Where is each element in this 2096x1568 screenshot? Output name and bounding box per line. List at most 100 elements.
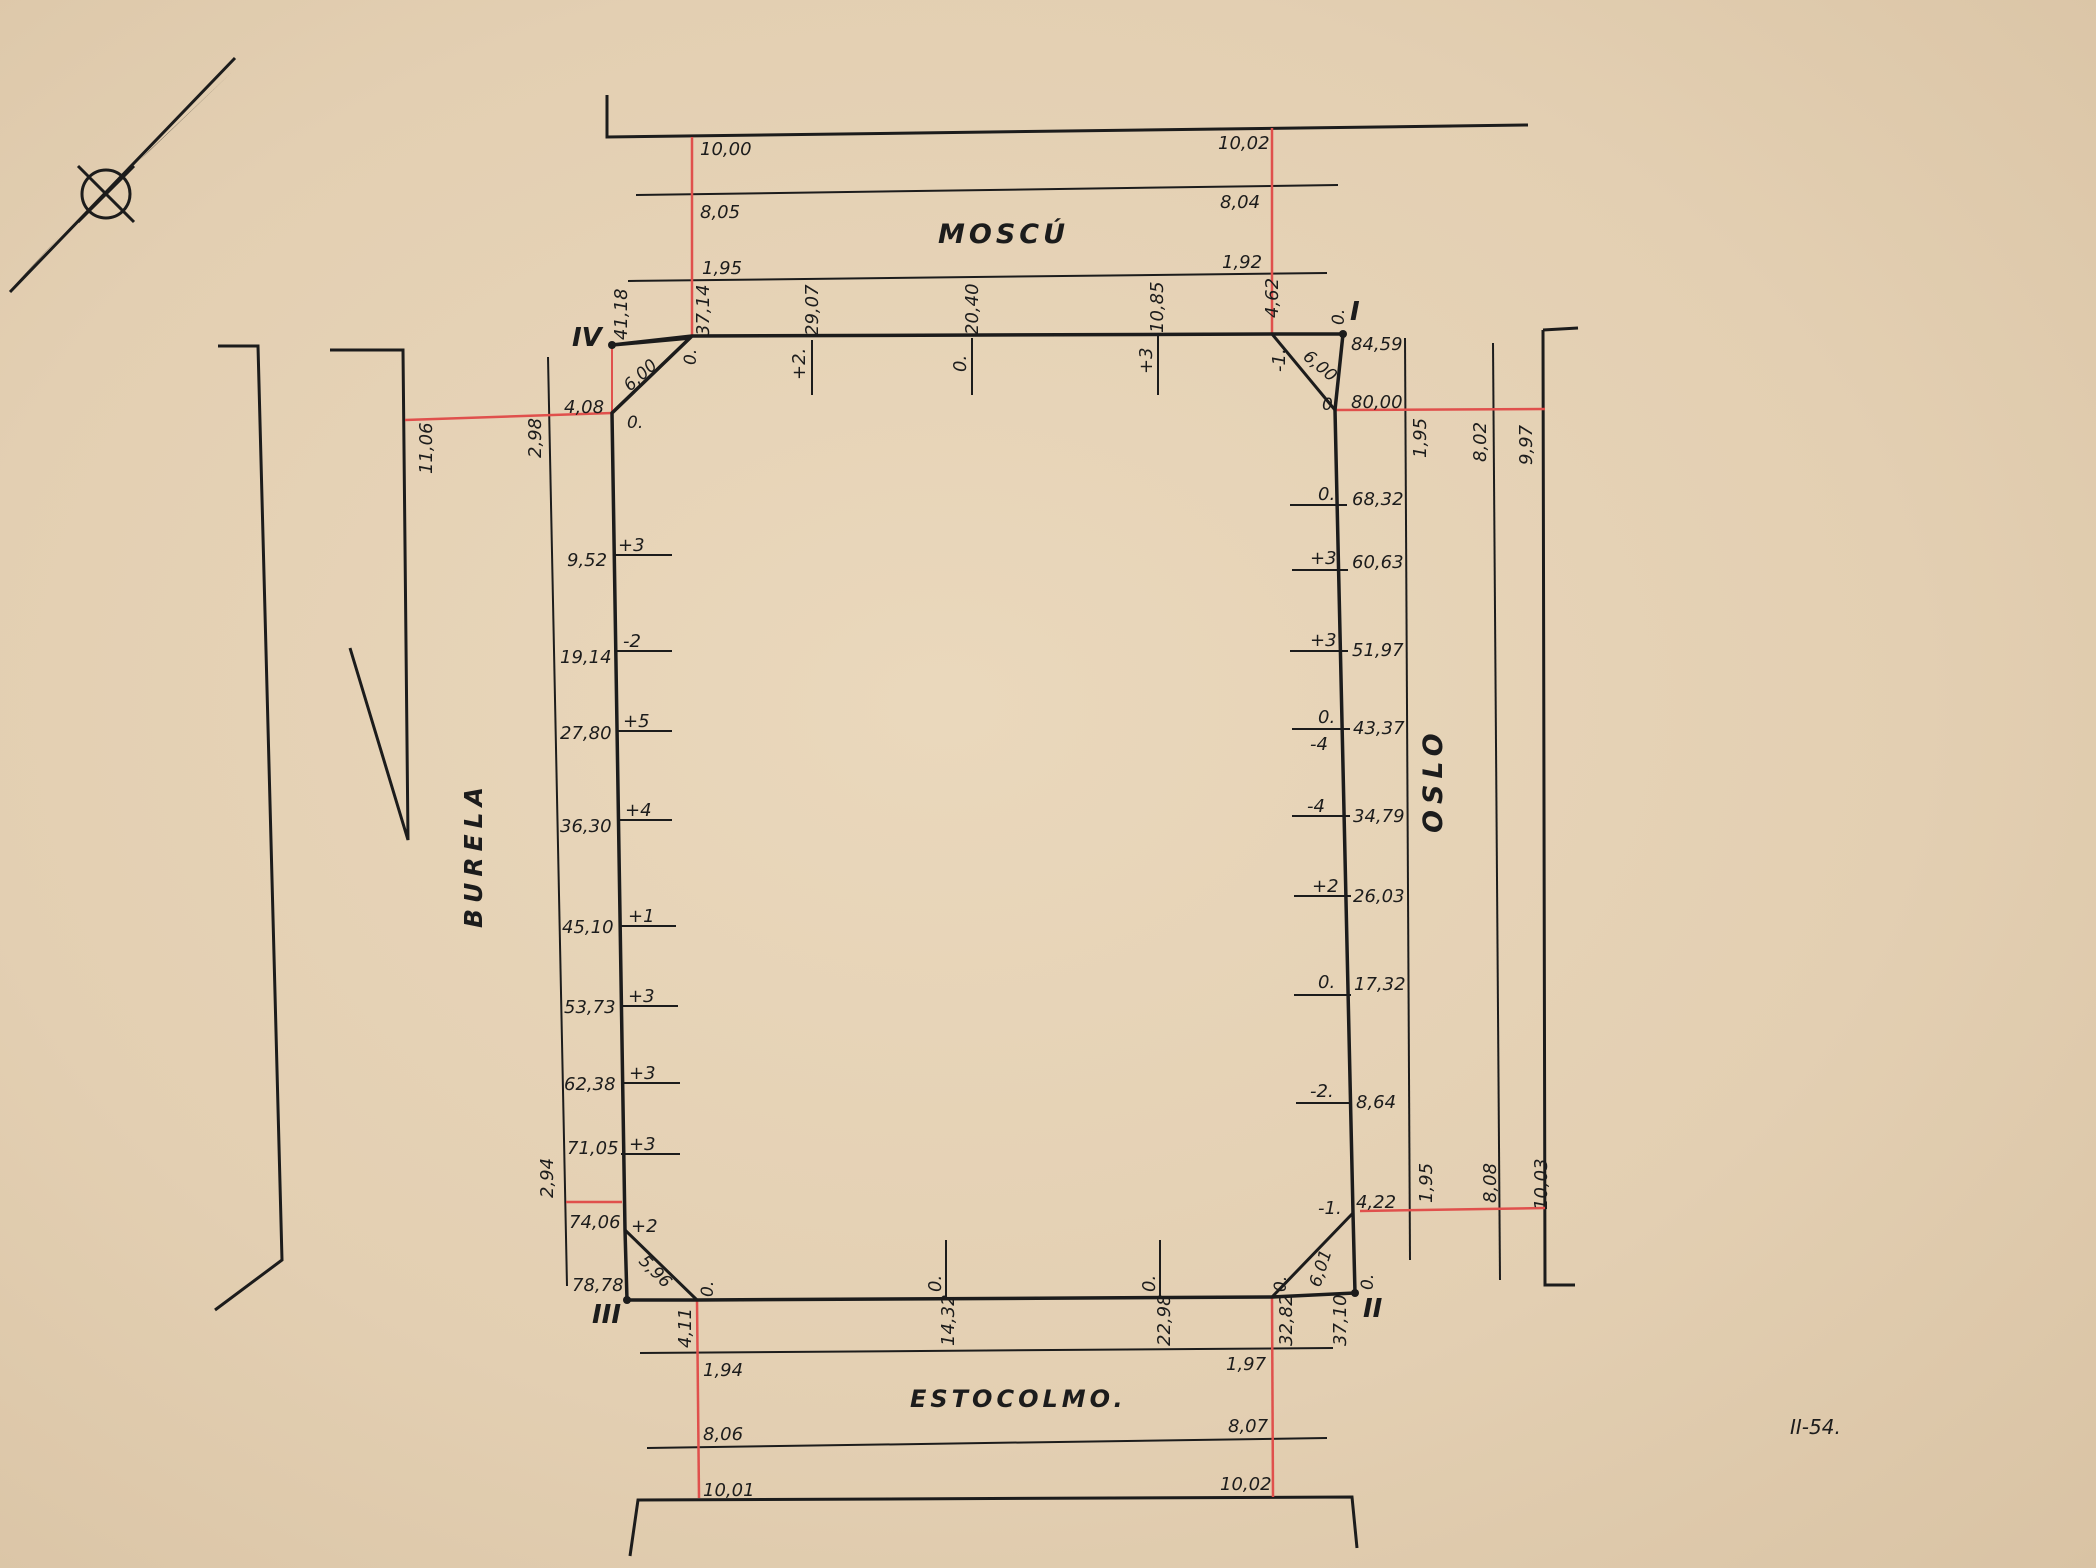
distance-value: 32,82 xyxy=(1276,1294,1297,1346)
distance-value: 4,62 xyxy=(1262,278,1283,318)
distance-value: 51,97 xyxy=(1352,640,1404,661)
street-name-top: MOSCÚ xyxy=(938,218,1069,250)
level-value: +1 xyxy=(628,906,655,927)
chamfer-length: 6,01 xyxy=(1306,1247,1337,1289)
level-ticks xyxy=(615,336,1352,1300)
distance-value: 20,40 xyxy=(962,283,983,335)
distance-value: 37,10 xyxy=(1330,1294,1351,1346)
distance-value: 9,52 xyxy=(567,550,607,571)
top-width-labels: 10,00 8,05 1,95 10,02 8,04 1,92 xyxy=(700,133,1270,279)
distance-value: 19,14 xyxy=(560,647,612,668)
width-value: 1,95 xyxy=(702,258,742,279)
bottom-width-labels: 1,94 8,06 10,01 1,97 8,07 10,02 xyxy=(703,1354,1272,1501)
chamfer-length: 6,00 xyxy=(620,356,662,396)
street-name-bottom: ESTOCOLMO. xyxy=(910,1385,1127,1413)
level-value: +2 xyxy=(631,1216,658,1237)
bottom-chainage-labels: 4,11 14,32 0. 22,98 0. 32,82 37,10 xyxy=(675,1275,1351,1348)
level-value: 0. xyxy=(1318,707,1335,728)
distance-value: 14,32 xyxy=(938,1294,959,1346)
left-chainage-labels: 4,08 9,52 +3 19,14 -2 27,80 +5 36,30 +4 … xyxy=(560,397,658,1296)
width-value: 10,00 xyxy=(700,139,752,160)
right-chainage-labels: 84,59 80,00 68,32 0. 60,63 +3 51,97 +3 4… xyxy=(1307,334,1406,1219)
distance-value: 45,10 xyxy=(562,917,614,938)
distance-value: 41,18 xyxy=(611,288,632,340)
parcel-outline xyxy=(608,330,1359,1304)
north-arrow-icon xyxy=(8,56,237,294)
width-value: 8,08 xyxy=(1480,1163,1501,1203)
level-value: 0. xyxy=(1358,1274,1378,1290)
level-value: +2. xyxy=(789,348,810,380)
level-value: -2 xyxy=(623,631,641,652)
level-value: 0. xyxy=(1271,1276,1291,1292)
width-value: 10,02 xyxy=(1218,133,1270,154)
width-value: 8,07 xyxy=(1228,1416,1269,1437)
vertex-label-2: II xyxy=(1363,1294,1383,1324)
width-value: 2,94 xyxy=(537,1158,558,1198)
level-value: 0. xyxy=(698,1281,718,1297)
distance-value: 78,78 xyxy=(572,1275,624,1296)
vertex-label-3: III xyxy=(592,1300,621,1330)
distance-value: 53,73 xyxy=(564,997,616,1018)
chamfer-length: 6,00 xyxy=(1299,347,1341,387)
vertex-label-1: I xyxy=(1350,297,1360,327)
level-value: 0. xyxy=(1318,484,1335,505)
distance-value: 43,37 xyxy=(1353,718,1405,739)
level-value: 0. xyxy=(627,413,643,433)
width-value: 10,01 xyxy=(703,1480,755,1501)
distance-value: 74,06 xyxy=(569,1212,621,1233)
street-name-left: BURELA xyxy=(459,781,488,928)
width-value: 8,02 xyxy=(1470,422,1491,462)
distance-value: 62,38 xyxy=(564,1074,616,1095)
vertex-label-4: IV xyxy=(572,323,604,353)
distance-value: 10,85 xyxy=(1147,281,1168,333)
distance-value: 68,32 xyxy=(1352,489,1404,510)
width-value: 8,05 xyxy=(700,202,740,223)
chamfer-length: 5,96 xyxy=(634,1251,675,1292)
level-value: +3 xyxy=(1310,630,1337,651)
width-value: 10,03 xyxy=(1531,1158,1552,1210)
width-value: 1,94 xyxy=(703,1360,743,1381)
width-value: 10,02 xyxy=(1220,1474,1272,1495)
width-value: 1,95 xyxy=(1410,418,1431,458)
top-chainage-labels: 41,18 37,14 29,07 +2. 20,40 0. 10,85 +3 … xyxy=(611,278,1290,380)
corner-labels: 6,00 6,00 5,96 6,01 0. 0. 0. 0. 0. 0. 0. xyxy=(620,309,1378,1297)
level-value: +3 xyxy=(1310,548,1337,569)
width-value: 9,97 xyxy=(1516,424,1537,465)
distance-value: 71,05 xyxy=(567,1138,619,1159)
level-value: -1. xyxy=(1318,1198,1342,1219)
distance-value: 60,63 xyxy=(1352,552,1404,573)
level-value: 0. xyxy=(1329,309,1349,325)
level-value: -2. xyxy=(1310,1081,1334,1102)
width-value: 1,95 xyxy=(1416,1163,1437,1203)
level-value: -4 xyxy=(1310,734,1328,755)
level-value: 0. xyxy=(681,349,701,365)
width-value: 1,92 xyxy=(1222,252,1262,273)
distance-value: 4,22 xyxy=(1356,1192,1396,1213)
level-value: +5 xyxy=(623,711,650,732)
width-value: 1,97 xyxy=(1226,1354,1267,1375)
level-value: +2 xyxy=(1312,876,1339,897)
distance-value: 34,79 xyxy=(1353,806,1405,827)
distance-value: 37,14 xyxy=(693,284,714,336)
level-value: 0. xyxy=(1139,1275,1160,1292)
level-value: 0. xyxy=(925,1275,946,1292)
left-width-labels: 11,06 2,98 2,94 xyxy=(416,418,558,1198)
distance-value: 36,30 xyxy=(560,816,612,837)
distance-value: 84,59 xyxy=(1351,334,1403,355)
level-value: +3 xyxy=(618,535,645,556)
level-value: 0. xyxy=(1322,395,1338,415)
right-width-labels: 1,95 8,02 9,97 1,95 8,08 10,03 xyxy=(1410,418,1552,1210)
width-value: 8,04 xyxy=(1220,192,1260,213)
distance-value: 22,98 xyxy=(1154,1294,1175,1346)
width-value: 8,06 xyxy=(703,1424,743,1445)
distance-value: 27,80 xyxy=(560,723,612,744)
level-value: +3 xyxy=(629,1134,656,1155)
distance-value: 4,08 xyxy=(564,397,604,418)
distance-value: 80,00 xyxy=(1351,392,1403,413)
distance-value: 29,07 xyxy=(802,284,823,336)
distance-value: 4,11 xyxy=(675,1308,696,1348)
street-lines xyxy=(214,95,1579,1557)
distance-value: 17,32 xyxy=(1354,974,1406,995)
